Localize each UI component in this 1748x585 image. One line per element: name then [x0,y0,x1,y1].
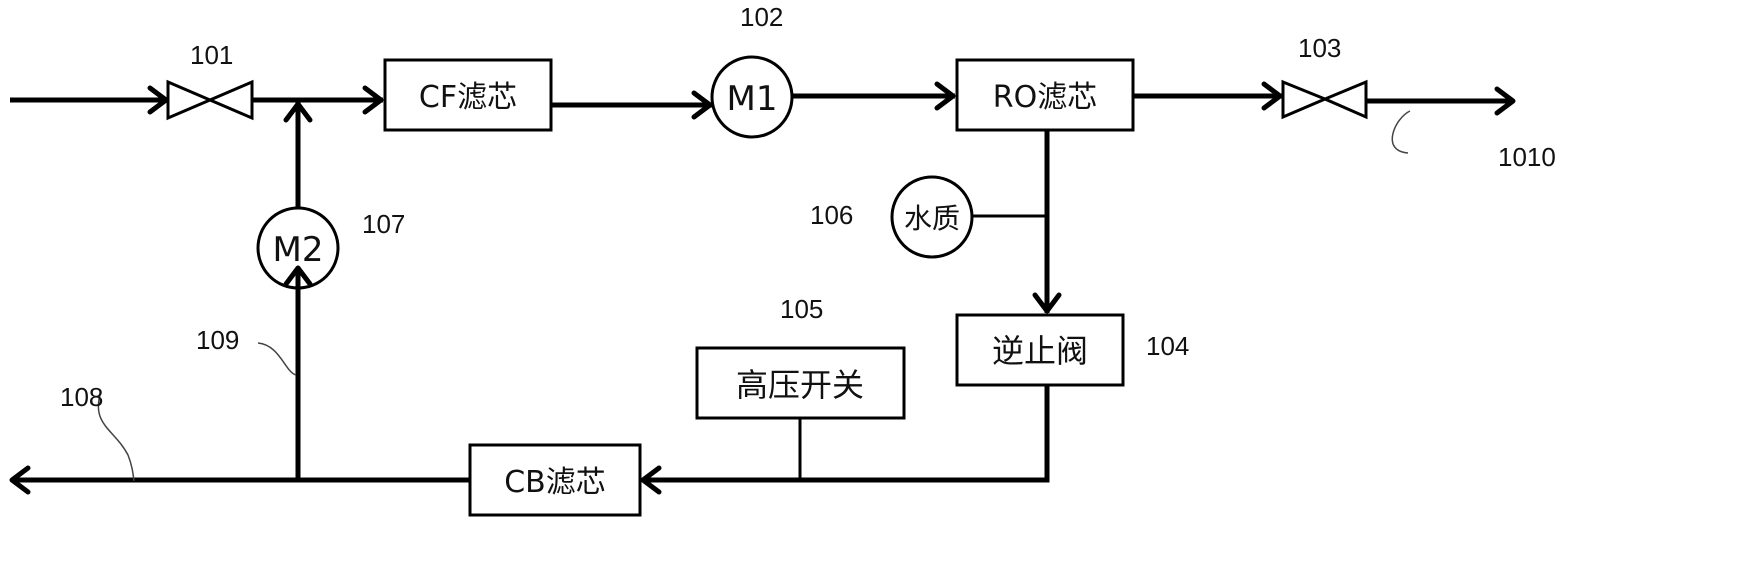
valve-inlet-ref: 101 [190,40,233,70]
check-valve-label: 逆止阀 [992,332,1088,370]
cb-filter-label: CB滤芯 [504,465,606,500]
valve-outlet-ref: 103 [1298,33,1341,63]
cf-inlet-arrow-icon [362,85,384,115]
ro-filter-label: RO滤芯 [993,80,1097,115]
pump-m2-ref: 107 [362,209,405,239]
m1-inlet-arrow-icon [691,90,713,120]
ro-filter-box [955,58,1135,132]
water-quality-sensor-circle [890,175,974,259]
outlet-pipe-ref: 1010 [1498,142,1556,172]
pump-m2-label: M2 [273,230,324,270]
check-valve-inlet-arrow-icon [1032,292,1062,314]
high-pressure-switch-box [695,346,906,420]
water-quality-sensor-label: 水质 [904,202,960,235]
outlet-arrow-icon [1494,86,1516,116]
outlet-leader-line [1391,110,1411,154]
water-quality-sensor-ref: 106 [810,200,853,230]
pump-m1-label: M1 [727,79,778,119]
waste-leader-line [97,394,135,482]
inlet-arrow-icon [147,85,169,115]
check-valve-ref: 104 [1146,331,1189,361]
high-pressure-switch-label: 高压开关 [736,366,864,404]
waste-outlet-arrow-icon [9,465,31,495]
main-junction-arrow-icon [283,101,313,123]
valve-103-inlet-arrow-icon [1261,81,1283,111]
pump-m1-ref: 102 [740,2,783,32]
high-pressure-switch-ref: 105 [780,294,823,324]
ro-inlet-arrow-icon [934,81,956,111]
return-pipe-ref: 109 [196,325,239,355]
inlet-valve-101 [166,79,254,121]
outlet-valve-103 [1281,79,1368,120]
waste-outlet-pipe-ref: 108 [60,382,103,412]
cf-filter-label: CF滤芯 [419,80,517,115]
cf-filter-box [383,58,553,132]
pipe-check-valve-to-cb [642,385,1050,483]
check-valve-box [955,313,1125,387]
m2-inlet-arrow-icon [283,265,313,287]
cb-inlet-arrow-icon [640,465,662,495]
return-leader-line [257,342,297,376]
